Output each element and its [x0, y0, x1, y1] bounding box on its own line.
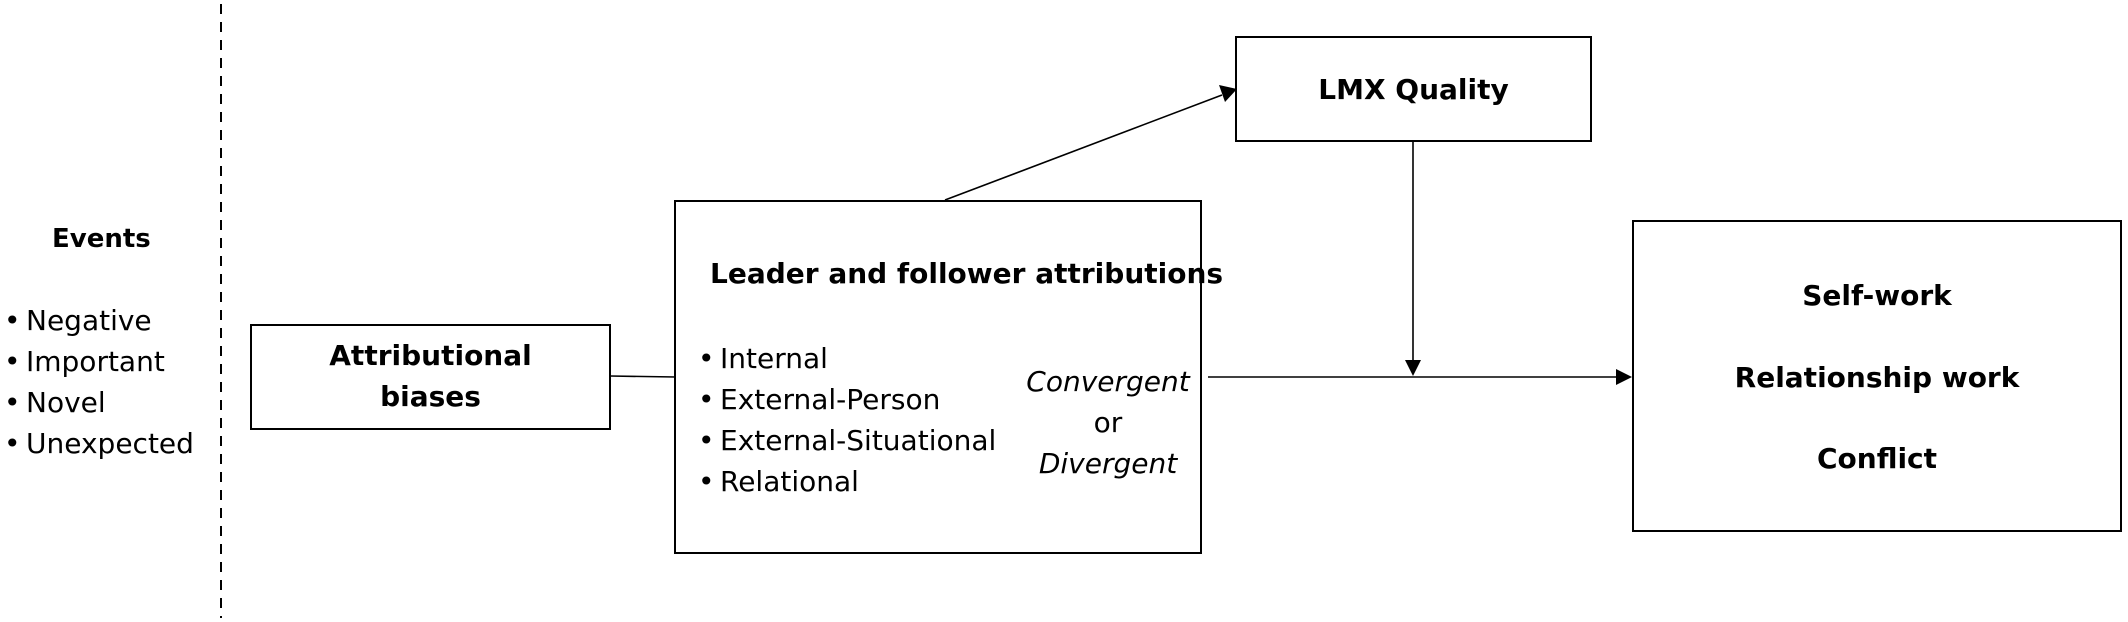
outcomes-box: Self-work Relationship work Conflict: [1632, 220, 2122, 532]
attributions-box: Leader and follower attributions Interna…: [674, 200, 1223, 554]
convergent-label: Convergent: [1026, 365, 1190, 398]
event-item-unexpected: Unexpected: [4, 423, 194, 464]
arrowhead-attributions-to-lmx: [1219, 85, 1237, 102]
arrowhead-attributions-to-outcomes: [1616, 369, 1632, 385]
divergent-label: Divergent: [1038, 447, 1178, 480]
or-label: or: [1093, 406, 1123, 439]
event-item-important: Important: [4, 341, 194, 382]
arrow-biases-to-attributions: [609, 375, 677, 378]
lmx-quality-title: LMX Quality: [1318, 73, 1509, 106]
attribution-item-internal: Internal: [698, 338, 996, 379]
attributional-biases-line1: Attributional: [329, 339, 532, 372]
attribution-item-external-situational: External-Situational: [698, 420, 996, 461]
outcome-relationship-work: Relationship work: [1734, 361, 2020, 394]
outcome-conflict: Conflict: [1816, 442, 1938, 475]
attribution-item-relational: Relational: [698, 461, 996, 502]
attribution-item-external-person: External-Person: [698, 379, 996, 420]
event-item-negative: Negative: [4, 300, 194, 341]
events-list: Negative Important Novel Unexpected: [4, 300, 194, 464]
events-title: Events: [52, 224, 151, 254]
attributional-biases-box: Attributional biases: [250, 324, 611, 430]
attributional-biases-line2: biases: [380, 380, 481, 413]
event-item-novel: Novel: [4, 382, 194, 423]
outcome-self-work: Self-work: [1802, 279, 1952, 312]
attribution-types-list: Internal External-Person External-Situat…: [698, 338, 996, 502]
lmx-quality-box: LMX Quality: [1235, 36, 1592, 142]
attributions-title: Leader and follower attributions: [710, 257, 1224, 290]
arrow-attributions-to-lmx: [944, 94, 1223, 201]
arrowhead-lmx-moderation: [1405, 360, 1421, 376]
